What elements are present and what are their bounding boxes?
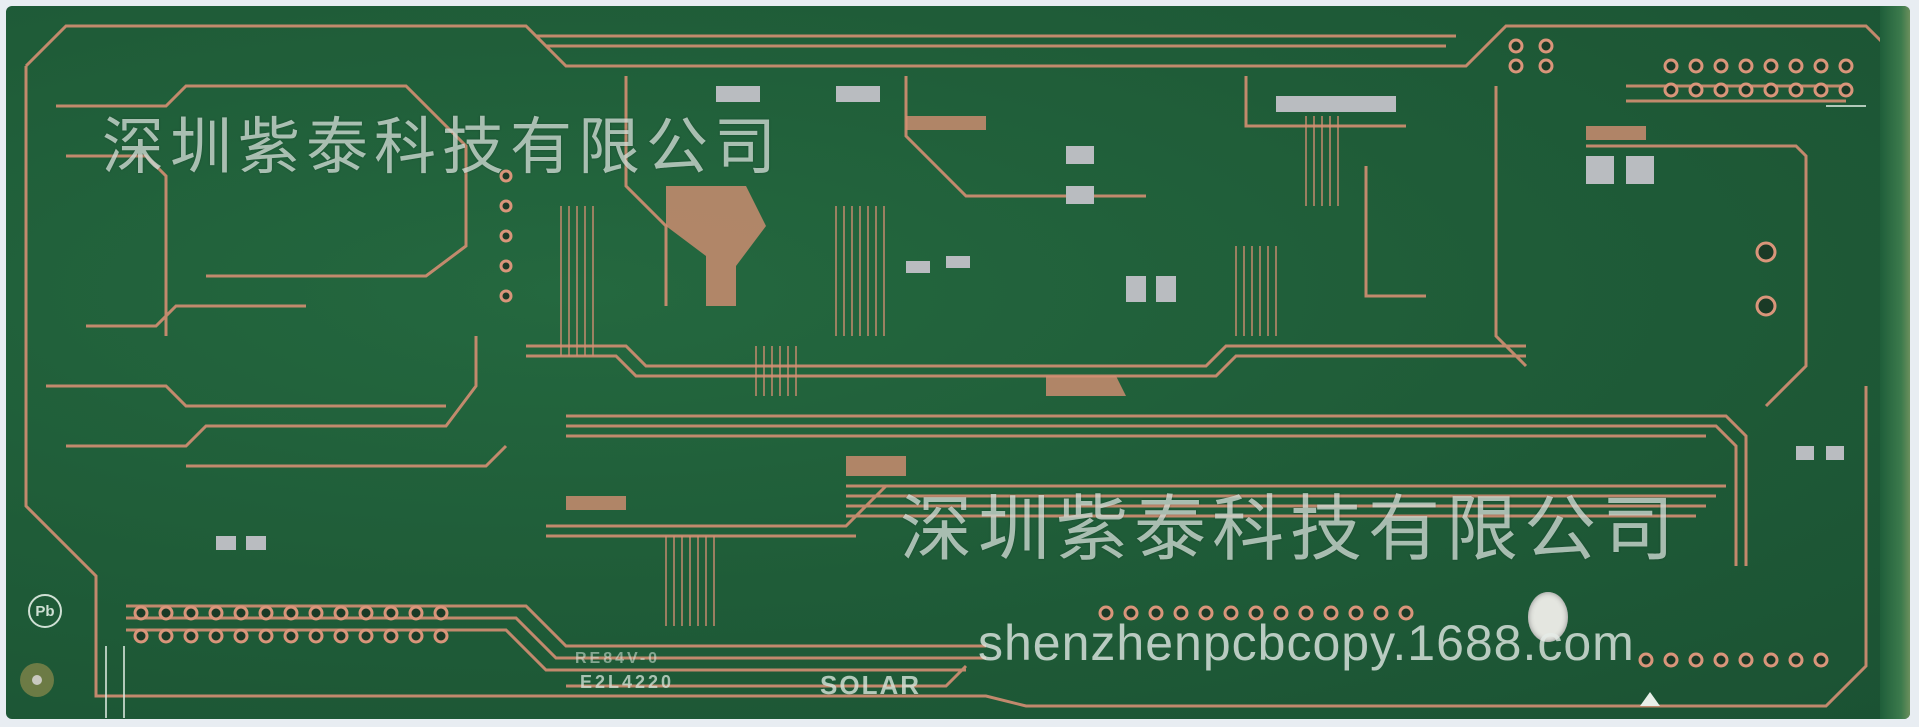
silkscreen-part-number-bottom: E2L4220	[580, 672, 675, 692]
mounting-hole	[20, 663, 54, 697]
board-cutout-hole	[1528, 592, 1568, 642]
watermark-company-bottom: 深圳紫泰科技有限公司	[900, 487, 1681, 571]
silkscreen-part-number-top: RE84V-0	[575, 650, 661, 667]
copper-traces	[24, 24, 1888, 718]
watermark-company-top: 深圳紫泰科技有限公司	[102, 110, 783, 183]
board-edge	[1880, 6, 1910, 719]
silkscreen-brand: SOLAR	[820, 670, 921, 700]
lead-free-logo: Pb	[28, 594, 62, 628]
watermark-url: shenzhenpcbcopy.1688.com	[978, 615, 1635, 671]
pcb-board	[6, 6, 1910, 719]
